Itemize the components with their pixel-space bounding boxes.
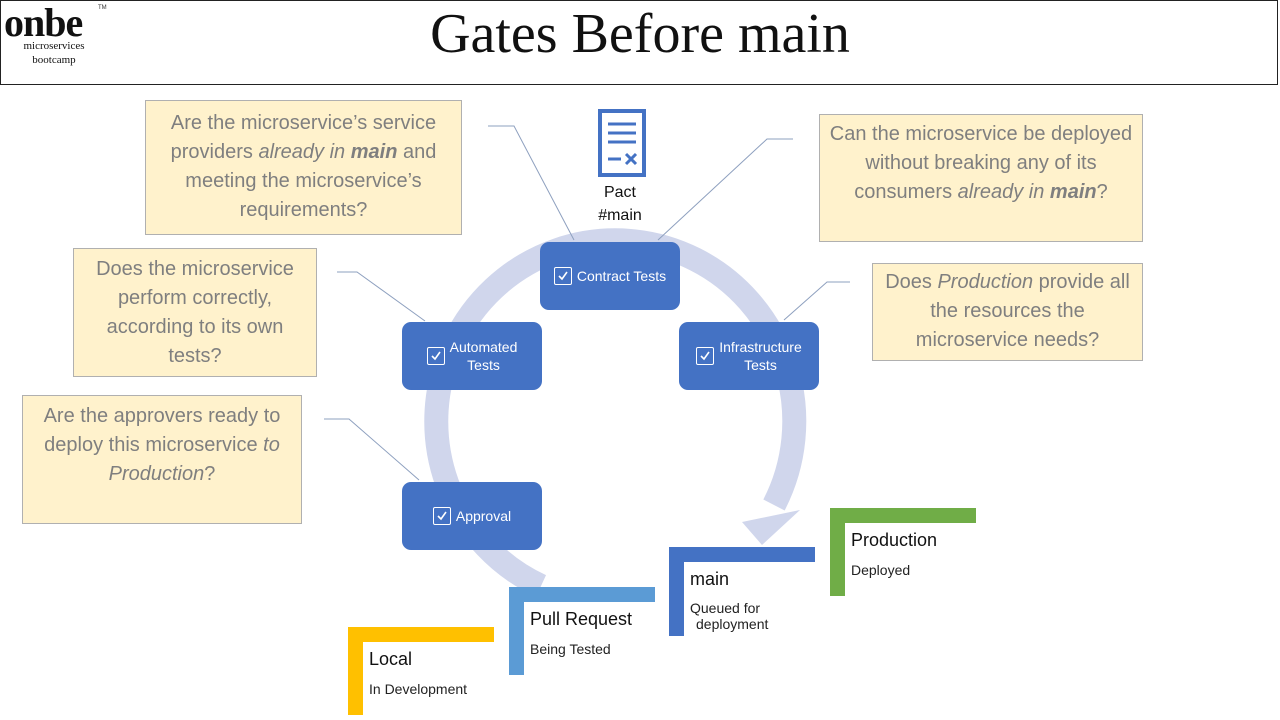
connector-providers	[488, 125, 575, 241]
stage-pull-request-status: Being Tested	[530, 641, 611, 657]
stage-main-status-line2: deployment	[696, 616, 769, 632]
stage-main-status-line1: Queued for	[690, 600, 761, 616]
checkbox-checked-icon	[696, 347, 715, 365]
gate-infrastructure-tests-label-line2: Tests	[744, 357, 777, 373]
pact-label-line1: Pact	[603, 184, 636, 201]
contract-document-icon	[598, 109, 646, 177]
stage-pull-request-title: Pull Request	[530, 609, 633, 629]
gate-approval[interactable]: Approval	[402, 482, 542, 550]
note-providers-strong: main	[350, 141, 398, 163]
logo-subtitle-line1: microservices	[23, 40, 85, 52]
header-bar: onbe TM microservices bootcamp	[0, 0, 1278, 85]
stage-production-title: Production	[851, 530, 938, 550]
note-consumers-text-2: ?	[1096, 181, 1108, 203]
logo-wordmark: onbe	[4, 0, 83, 45]
note-consumers-emphasis: already in	[957, 181, 1050, 203]
gate-automated-tests-label-line1: Automated	[449, 339, 518, 355]
note-production: Does Production provide all the resource…	[872, 263, 1143, 361]
gate-contract-tests-label: Contract Tests	[576, 268, 667, 284]
note-approvers: Are the approvers ready to deploy this m…	[22, 395, 302, 524]
note-providers-text-1: Are the microservice’s service providers	[170, 112, 437, 163]
pact-label: Pact #main	[570, 181, 670, 227]
gate-infrastructure-tests-label-line1: Infrastructure	[719, 339, 802, 355]
stage-main-status: Queued for deployment	[690, 600, 768, 632]
note-production-text-2: provide all the resources the microservi…	[915, 271, 1130, 351]
connector-production	[783, 281, 850, 321]
note-approvers-text-2: ?	[204, 463, 216, 485]
logo-trademark: TM	[98, 5, 107, 11]
note-providers-emphasis: already in	[258, 141, 351, 163]
note-own-tests: Does the microservice perform correctly,…	[73, 248, 317, 377]
stage-main-title: main	[690, 569, 730, 589]
note-consumers-strong: main	[1049, 181, 1097, 203]
gate-approval-label: Approval	[455, 508, 512, 524]
stage-production-marker	[830, 508, 976, 596]
note-consumers: Can the microservice be deployed without…	[819, 114, 1143, 242]
note-consumers-text-1: Can the microservice be deployed without…	[829, 123, 1133, 203]
note-production-text-1: Does	[885, 271, 938, 293]
note-approvers-text-1: Are the approvers ready to deploy this m…	[43, 405, 281, 456]
gate-automated-tests-label-line2: Tests	[467, 357, 500, 373]
note-production-emphasis: Production	[937, 271, 1034, 293]
checkbox-checked-icon	[426, 347, 445, 365]
stage-main-marker	[669, 547, 815, 636]
page-title: Gates Before main	[430, 3, 850, 65]
note-providers-text-2: and meeting the microservice’s requireme…	[185, 141, 437, 221]
logo-subtitle: microservices bootcamp	[4, 39, 104, 67]
pact-label-line2: #main	[598, 207, 642, 224]
note-own-tests-text: Does the microservice perform correctly,…	[96, 258, 294, 367]
checkbox-checked-icon	[432, 507, 451, 525]
stage-local-title: Local	[369, 649, 413, 669]
stage-production-status: Deployed	[851, 562, 911, 578]
connector-own-tests	[337, 271, 426, 322]
note-providers: Are the microservice’s service providers…	[145, 100, 462, 235]
gate-contract-tests[interactable]: Contract Tests	[540, 242, 680, 310]
cycle-arrowhead-icon	[742, 510, 800, 545]
connector-consumers	[657, 138, 793, 241]
onbe-logo: onbe TM microservices bootcamp	[4, 0, 114, 79]
connector-approvers	[324, 418, 420, 481]
stage-local-status: In Development	[369, 681, 468, 697]
checkbox-checked-icon	[553, 267, 572, 285]
stage-local-marker	[348, 627, 494, 715]
logo-subtitle-line2: bootcamp	[32, 54, 76, 66]
stage-pull-request-marker	[509, 587, 655, 675]
note-approvers-emphasis: to Production	[108, 434, 280, 485]
